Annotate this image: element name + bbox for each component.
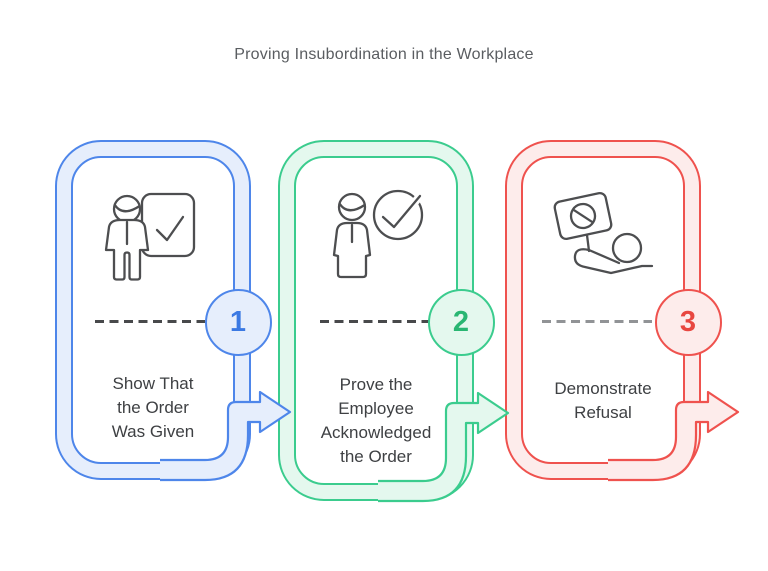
- person-acknowledge-check-icon: [332, 189, 424, 279]
- step-label-line: Demonstrate: [554, 379, 652, 398]
- step-label-line: Employee: [338, 399, 414, 418]
- person-presentation-check-icon: [104, 192, 196, 281]
- step-number-badge: 1: [204, 288, 272, 356]
- arrow-step3-out-icon: [608, 390, 740, 482]
- step-label-line: Show That: [112, 374, 194, 393]
- step-label-line: Prove the: [339, 375, 413, 394]
- step-card-3: 3 Demonstrate Refusal: [505, 140, 722, 480]
- dashed-divider: [542, 320, 652, 323]
- step-label-line: Refusal: [574, 403, 632, 422]
- step-number-badge: 2: [427, 288, 495, 356]
- step-card-1: 1 Show That the Order Was Given: [55, 140, 272, 480]
- step-card-2: 2 Prove the Employee Acknowledged the Or…: [278, 140, 495, 501]
- dashed-divider: [320, 320, 430, 323]
- step-number: 3: [679, 305, 697, 338]
- page-title: Proving Insubordination in the Workplace: [234, 46, 534, 63]
- step-label-line: Acknowledged: [320, 423, 432, 442]
- hand-holding-refusal-sign-icon: [553, 191, 654, 275]
- step-label-line: the Order: [340, 447, 412, 466]
- step-label: Prove the Employee Acknowledged the Orde…: [294, 373, 458, 469]
- arrow-step2-to-step3-icon: [378, 391, 510, 503]
- step-label: Show That the Order Was Given: [71, 372, 235, 444]
- step-label-line: Was Given: [111, 422, 195, 441]
- arrow-step1-to-step2-icon: [160, 390, 292, 482]
- step-number-badge: 3: [654, 288, 722, 356]
- step-label: Demonstrate Refusal: [521, 377, 685, 425]
- dashed-divider: [95, 320, 205, 323]
- step-label-line: the Order: [117, 398, 189, 417]
- step-number: 2: [452, 305, 470, 338]
- step-number: 1: [229, 305, 247, 338]
